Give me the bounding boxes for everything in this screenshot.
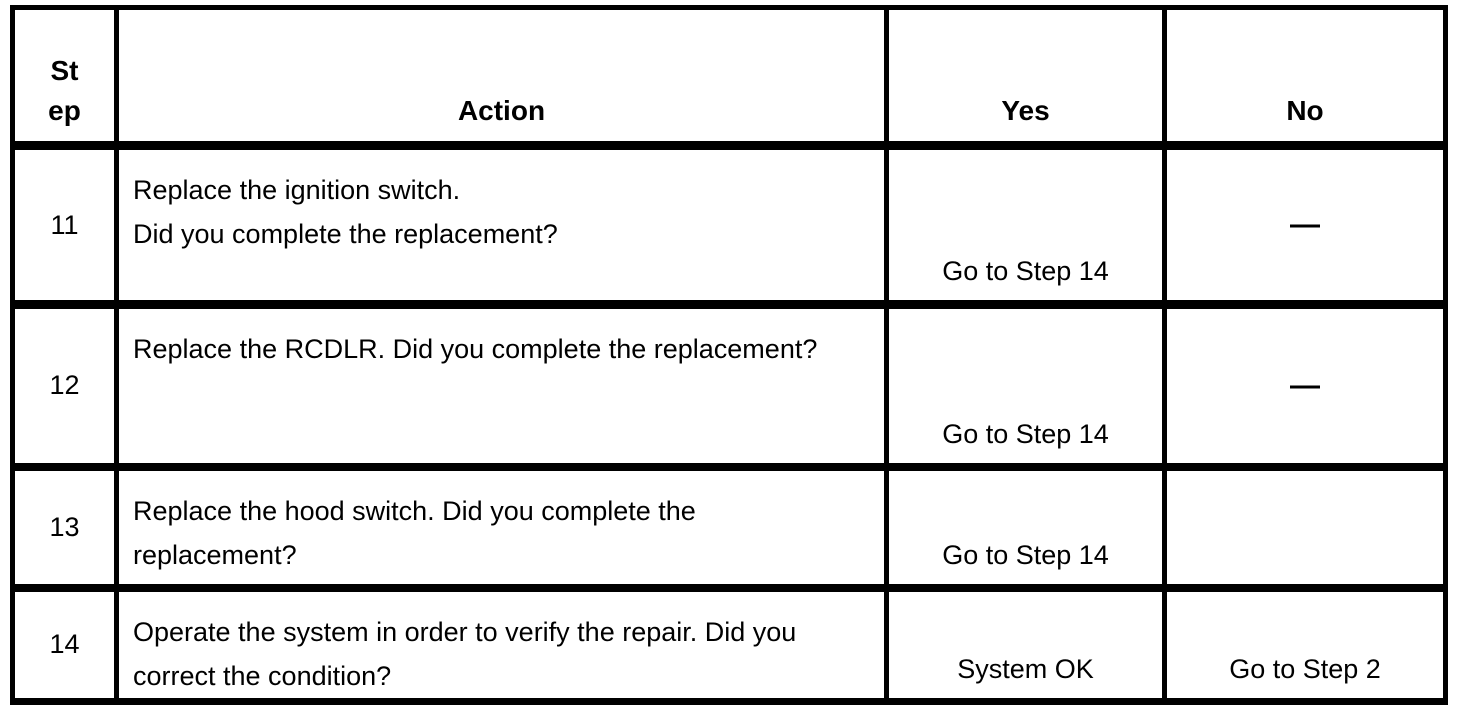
step-cell: 14: [10, 585, 119, 705]
table-header-action: Action: [114, 5, 889, 150]
troubleshooting-table: St ep Action Yes No 11 Replace the ignit…: [10, 5, 1448, 705]
step-cell: 12: [10, 302, 119, 471]
action-cell: Replace the ignition switch. Did you com…: [114, 143, 889, 309]
yes-cell: Go to Step 14: [884, 464, 1167, 592]
step-cell: 11: [10, 143, 119, 309]
action-cell: Replace the RCDLR. Did you complete the …: [114, 302, 889, 471]
table-header-row: St ep Action Yes No: [10, 5, 1448, 150]
yes-cell: Go to Step 14: [884, 143, 1167, 309]
no-cell: —: [1162, 302, 1448, 471]
table-header-step: St ep: [10, 5, 119, 150]
no-cell: [1162, 464, 1448, 592]
no-cell: —: [1162, 143, 1448, 309]
table-row: 11 Replace the ignition switch. Did you …: [10, 143, 1448, 309]
yes-cell: Go to Step 14: [884, 302, 1167, 471]
table-row: 14 Operate the system in order to verify…: [10, 585, 1448, 705]
table-row: 13 Replace the hood switch. Did you comp…: [10, 464, 1448, 592]
yes-cell: System OK: [884, 585, 1167, 705]
table-header-no: No: [1162, 5, 1448, 150]
no-cell: Go to Step 2: [1162, 585, 1448, 705]
step-cell: 13: [10, 464, 119, 592]
table-row: 12 Replace the RCDLR. Did you complete t…: [10, 302, 1448, 471]
table-header-yes: Yes: [884, 5, 1167, 150]
action-cell: Operate the system in order to verify th…: [114, 585, 889, 705]
action-cell: Replace the hood switch. Did you complet…: [114, 464, 889, 592]
